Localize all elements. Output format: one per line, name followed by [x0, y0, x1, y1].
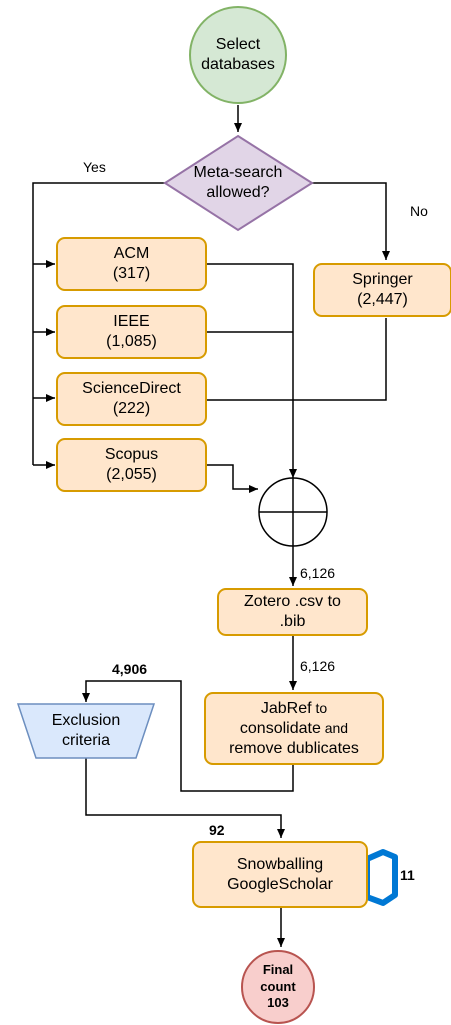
merge-junction: [258, 477, 328, 547]
final-node: [241, 950, 315, 1024]
database-box-ieee: IEEE(1,085): [56, 305, 207, 359]
database-box-scopus: Scopus(2,055): [56, 438, 207, 492]
arrow-to-springer: [312, 182, 390, 260]
arrow-exclusion-to-snowballing: [85, 758, 285, 838]
decision-label: Meta-search allowed?: [193, 164, 283, 201]
count-after-exclusion: 92: [209, 822, 225, 838]
yes-label: Yes: [83, 159, 106, 175]
start-node: [189, 6, 287, 104]
final-count-label: Final count 103: [260, 961, 296, 1011]
count-snowballing-added: 11: [400, 867, 415, 883]
count-after-zotero: 6,126: [300, 658, 336, 674]
no-label: No: [410, 203, 428, 219]
arrow-jabref-to-exclusion: [82, 680, 294, 792]
line-yes-branch: [32, 182, 165, 465]
exclusion-criteria-label: Exclusion criteria: [51, 712, 121, 749]
decision-node: [163, 134, 314, 232]
zotero-conversion-box: Zotero .csv to.bib: [217, 588, 368, 636]
count-after-merge: 6,126: [300, 565, 336, 581]
line-sciencedirect-springer: [207, 318, 387, 401]
exclusion-criteria-node: [16, 703, 156, 759]
jabref-consolidation-box: JabRef to consolidate and remove dublica…: [204, 692, 384, 765]
line-acm-to-merge: [207, 263, 297, 478]
database-box-sciencedirect: ScienceDirect(222): [56, 372, 207, 426]
arrow-scopus-to-merge: [207, 464, 258, 493]
start-label: Select databases: [201, 36, 275, 73]
database-box-springer: Springer(2,447): [313, 263, 451, 317]
count-excluded-input: 4,906: [112, 661, 148, 677]
database-box-acm: ACM(317): [56, 237, 207, 291]
azure-devops-icon: [364, 849, 398, 906]
